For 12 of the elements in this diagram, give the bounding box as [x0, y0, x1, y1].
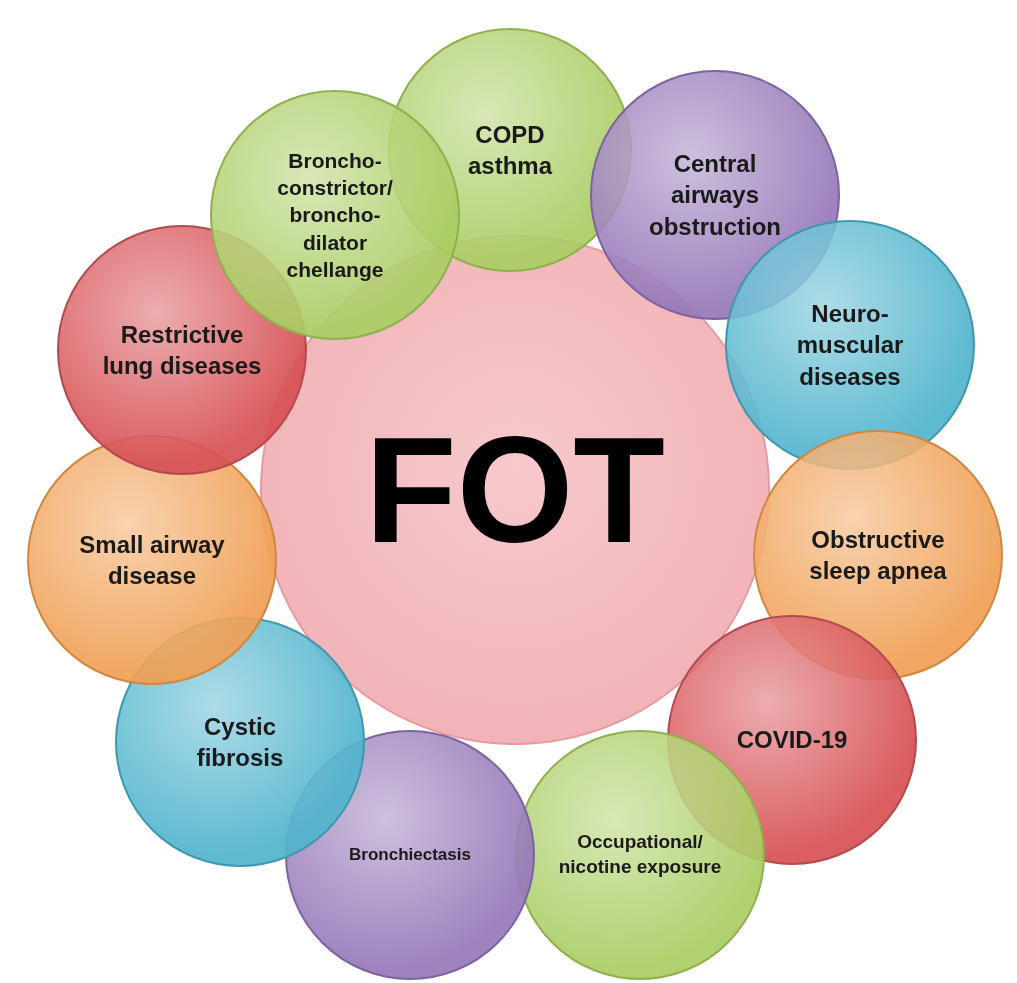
topic-label: Restrictive lung diseases: [101, 319, 263, 381]
topic-label: Broncho-constrictor/ broncho-dilator chellange: [276, 147, 394, 283]
topic-label: COVID-19: [735, 725, 849, 756]
center-title: FOT: [364, 415, 666, 565]
topic-label: Obstructive sleep apnea: [808, 524, 948, 586]
topic-label: Central airways obstruction: [648, 149, 782, 242]
topic-label: Neuro-muscular diseases: [795, 299, 905, 392]
topic-label: Small airway disease: [78, 529, 226, 591]
topic-label: Bronchiectasis: [348, 843, 472, 866]
topic-label: COPD asthma: [466, 119, 554, 181]
topic-label: Cystic fibrosis: [195, 711, 285, 773]
topic-label: Occupational/ nicotine exposure: [557, 830, 723, 879]
